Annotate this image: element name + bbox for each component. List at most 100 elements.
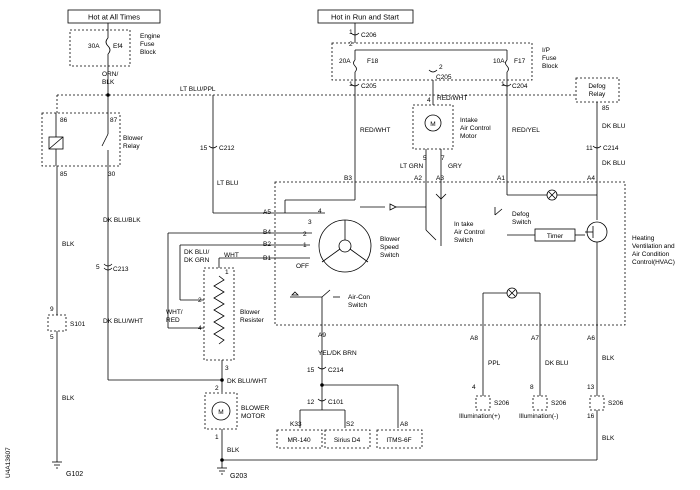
wire-label-red-wht: RED/WHT xyxy=(360,127,390,134)
blower-motor-icon xyxy=(211,401,231,421)
defog-switch-label-2: Switch xyxy=(512,219,532,226)
relay-pin-86: 86 xyxy=(60,117,68,124)
c101-pin: 12 xyxy=(307,399,315,406)
aircon-led-icon xyxy=(291,291,299,296)
blower-motor xyxy=(204,392,238,430)
wire-label-dk-blu-wht-2: DK BLU/WHT xyxy=(227,378,267,385)
c205b-pin: 2 xyxy=(439,64,443,71)
wire-label-ppl: PPL xyxy=(488,360,501,367)
hvac-label-4: Control(HVAC) xyxy=(632,259,675,266)
hot-in-run-label: Hot in Run and Start xyxy=(331,13,400,22)
pin-b2: B2 xyxy=(263,241,271,248)
c205-label: C205 xyxy=(361,83,377,90)
hot-at-all-times-label: Hot at All Times xyxy=(88,13,140,22)
fuse-ef4-icon xyxy=(105,37,111,55)
wire-label-red-yel: RED/YEL xyxy=(512,127,540,134)
ip-pin-2: 2 xyxy=(349,41,353,48)
intake-motor-pin-5: 5 xyxy=(423,155,427,162)
resister-pin-3: 3 xyxy=(225,365,229,372)
aircon-switch-label-1: Air-Con xyxy=(348,294,370,301)
hot-in-run-box xyxy=(317,9,414,24)
relay-switch-icon xyxy=(101,133,109,147)
ip-pin-1: 1 xyxy=(349,29,353,36)
switch-pin-1: 1 xyxy=(303,242,307,249)
wire-label-yel-dk-brn: YEL/DK BRN xyxy=(318,350,357,357)
hvac-label-3: Air Condition xyxy=(632,251,670,258)
wire-label-blk-5: BLK xyxy=(227,447,240,454)
intake-motor-symbol: M xyxy=(430,121,435,128)
indicator-led-icon xyxy=(389,203,397,211)
wire-label-blk-3: BLK xyxy=(602,355,615,362)
device-mr140 xyxy=(276,429,323,449)
device-mr140-label: MR-140 xyxy=(287,437,311,444)
switch-pin-2: 2 xyxy=(303,231,307,238)
illumination-plus-label: Illumination(+) xyxy=(459,413,500,420)
resister-pin-2: 2 xyxy=(198,297,202,304)
resister-icon xyxy=(213,275,225,345)
s206a-label: S206 xyxy=(494,400,510,407)
defog-relay-label-1: Defog xyxy=(588,83,606,90)
aircon-switch-label-2: Switch xyxy=(348,302,368,309)
ground-g102-label: G102 xyxy=(66,471,83,478)
blower-switch-label-2: Speed xyxy=(380,244,399,251)
wire-label-wht-red-1: WHT/ xyxy=(166,309,183,316)
wire-label-wht: WHT xyxy=(224,252,239,259)
pin-b4: B4 xyxy=(263,229,271,236)
device-sirius xyxy=(324,429,371,449)
defog-relay-pin: 85 xyxy=(602,105,610,112)
wire-label-dk-blu-wht: DK BLU/WHT xyxy=(103,318,143,325)
c214b-pin: 15 xyxy=(307,367,315,374)
wire-label-orn-blk: ORN/ xyxy=(102,71,118,78)
blower-switch-label-1: Blower xyxy=(380,236,401,243)
f18-rating: 20A xyxy=(339,58,351,65)
wire-label-blk-4: BLK xyxy=(602,435,615,442)
engine-fuse-label-1: Engine xyxy=(140,33,161,40)
aircon-switch-icon xyxy=(321,289,331,298)
switch-pin-4: 4 xyxy=(318,208,322,215)
pin-a7: A7 xyxy=(531,335,539,342)
intake-motor-label-1: Intake xyxy=(460,117,478,124)
ip-fuse-block xyxy=(331,42,533,81)
wire-label-blk-2: BLK xyxy=(62,395,75,402)
pin-a4: A4 xyxy=(587,175,595,182)
fuse-f18-icon xyxy=(353,59,357,73)
wire-label-lt-blu: LT BLU xyxy=(217,180,239,187)
defog-switch-label-1: Defog xyxy=(512,211,530,218)
blower-resister-label-1: Blower xyxy=(240,309,261,316)
wire-label-dk-blu-3: DK BLU xyxy=(545,360,569,367)
blower-resister-label-2: Resister xyxy=(240,317,265,324)
wire-label-gry: GRY xyxy=(448,163,463,170)
intake-motor-pin-7: 7 xyxy=(441,155,445,162)
relay-pin-87: 87 xyxy=(110,117,118,124)
intake-motor-label-2: Air Control xyxy=(460,125,491,132)
blower-motor-label-1: BLOWER xyxy=(241,405,269,412)
hvac-label-1: Heating xyxy=(632,235,655,242)
hvac-label-2: Ventilation and xyxy=(632,243,675,250)
timer-label: Timer xyxy=(547,233,564,240)
c214a-label: C214 xyxy=(603,145,619,152)
intake-switch-label-3: Switch xyxy=(454,237,474,244)
c213-label: C213 xyxy=(113,266,129,273)
ground-g203-label: G203 xyxy=(230,473,247,480)
wire-label-dk-blu-2: DK BLU xyxy=(602,160,626,167)
pin-k33: K33 xyxy=(290,421,302,428)
c213-pin: 5 xyxy=(96,264,100,271)
wire-label-blk-1: BLK xyxy=(62,241,75,248)
relay-pin-85: 85 xyxy=(60,171,68,178)
fuse-f17-icon xyxy=(505,59,509,73)
fuse-rating: 30A xyxy=(88,43,100,50)
intake-motor-label-3: Motor xyxy=(460,133,477,140)
f17-id: F17 xyxy=(514,58,526,65)
c214a-pin: 11 xyxy=(586,145,593,152)
engine-fuse-label-2: Fuse xyxy=(140,41,155,48)
pin-a1: A1 xyxy=(497,175,505,182)
f17-rating: 10A xyxy=(493,58,505,65)
s206b-pin: 8 xyxy=(530,384,534,391)
splice-s101 xyxy=(47,314,67,332)
pin-b3: B3 xyxy=(344,175,352,182)
s101-top-pin: 9 xyxy=(50,306,54,313)
wire-label-orn-blk-2: BLK xyxy=(102,79,115,86)
c212-pin: 15 xyxy=(200,145,208,152)
